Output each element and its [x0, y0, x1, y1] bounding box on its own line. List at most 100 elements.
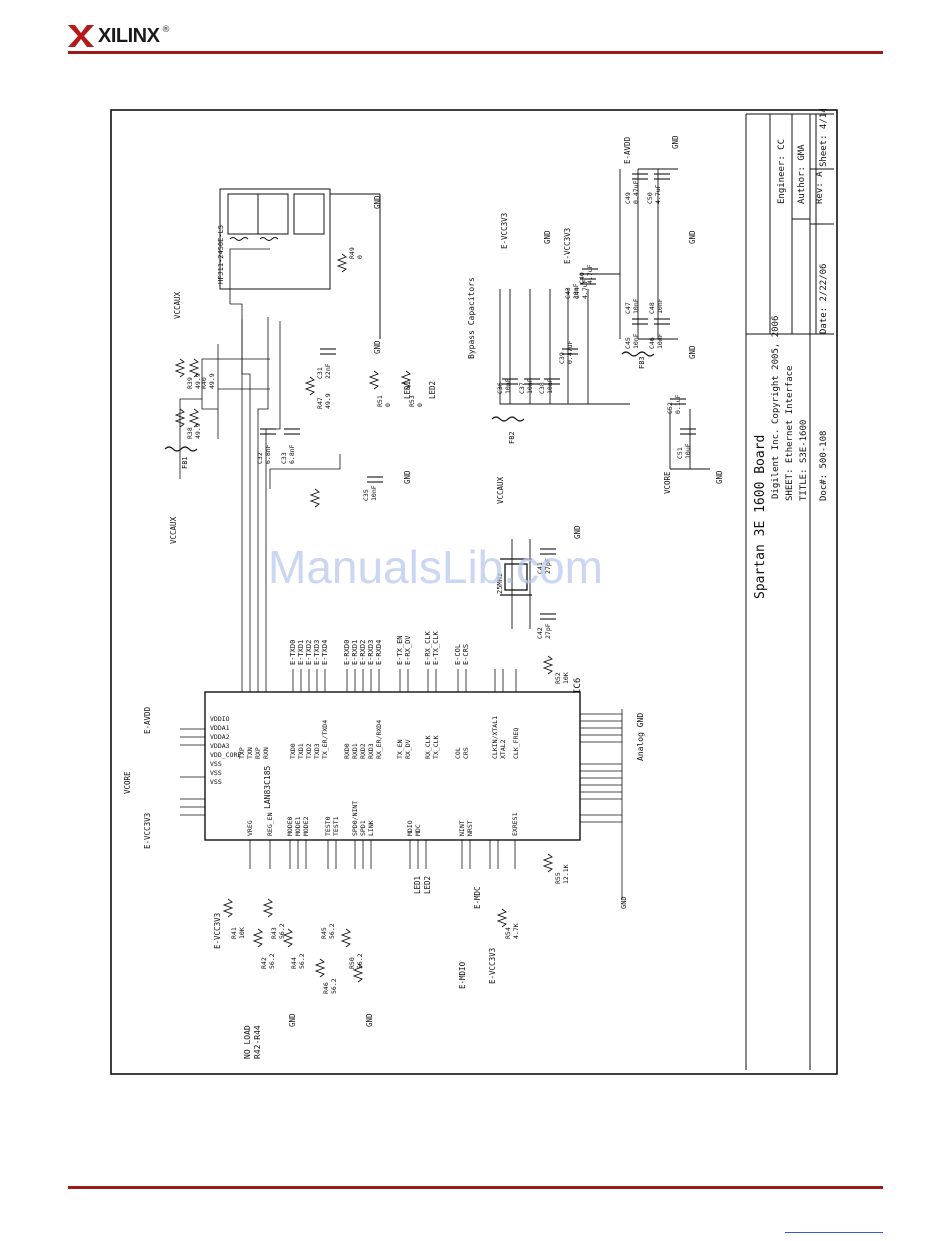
cap-ref-c32: C32 [256, 452, 264, 464]
ic-left-pin-22: EXRES1 [511, 812, 519, 836]
ic-top-pin-2: RXP [254, 747, 262, 759]
ic-top-pin-19: CRS [462, 747, 470, 759]
cap-value-c31: 22nF [324, 363, 332, 379]
header-rule [68, 51, 883, 54]
ctrl-net-5: E-CRS [462, 644, 470, 665]
ic-top-pin-6: TXD2 [305, 743, 313, 759]
cap-value-c41: 27pF [544, 558, 552, 574]
ic-left-pin-3: VDDA3 [210, 742, 230, 750]
cap-value-c48: 10nF [656, 298, 664, 314]
res-ref-r44: R44 [290, 957, 298, 969]
title-sheet-num: Sheet: 4/14 [819, 109, 829, 167]
res-ref-r43: R43 [270, 927, 278, 939]
ic6-name: LAN83C185 [263, 765, 272, 809]
res-ref-r42: R42 [260, 957, 268, 969]
ic-left-pin-8: VREG [246, 820, 254, 836]
ic-top-pin-1: TXN [246, 747, 254, 759]
cap-value-c52: 0.1uF [674, 394, 682, 414]
ic-top-pin-4: TXD0 [289, 743, 297, 759]
watermark: ManualsLib.com [268, 541, 603, 593]
title-board: Spartan 3E 1600 Board [753, 435, 768, 599]
res-value-r45: 56.2 [328, 923, 336, 939]
ic6-ref: IC6 [573, 678, 583, 694]
footer-link-underline[interactable] [785, 1232, 883, 1233]
gnd-label-5: GND [288, 1013, 297, 1027]
sheet-border [110, 109, 838, 1075]
led1-label: LED1 [403, 381, 412, 399]
ic-left-pin-15: SPD0/NINT [351, 801, 359, 836]
cap-ref-c35: C35 [362, 489, 370, 501]
ic-left-pin-17: LINK [367, 820, 375, 836]
cap-value-c33: 6.8nF [288, 444, 296, 464]
ic-top-pin-0: TXP [238, 747, 246, 759]
ic-left-pin-20: NINT [458, 820, 466, 836]
cap-value-c32: 6.8nF [264, 444, 272, 464]
ic-pin-stubs [180, 669, 623, 899]
rx-net-1: E-RXD1 [351, 640, 359, 665]
cap-ref-c33: C33 [280, 452, 288, 464]
res-ref-r45: R45 [320, 927, 328, 939]
ic-left-pin-2: VDDA2 [210, 733, 230, 741]
cap-ref-c41: C41 [536, 562, 544, 574]
ic-left-pin-10: MODE0 [286, 816, 294, 836]
crystal [500, 558, 532, 596]
tx-net-2: E-TXD2 [305, 640, 313, 665]
connector-part: HFJ11-2450E-LS [217, 225, 225, 284]
tx-net-1: E-TXD1 [297, 640, 305, 665]
ctrl-net-3: E-TX_CLK [432, 630, 440, 665]
ic-top-pin-11: RXD2 [359, 743, 367, 759]
cap-ref-c37: C37 [518, 382, 526, 394]
ic-top-pin-9: RXD0 [343, 743, 351, 759]
res-value-r52: 10K [562, 672, 570, 684]
gnd-label-1: GND [373, 195, 382, 209]
res-value-r53: 0 [416, 403, 424, 407]
gnd-label-10: GND [543, 230, 552, 244]
res-ref-r40: R40 [200, 377, 208, 389]
cap-ref-c47: C47 [624, 302, 632, 314]
e-vcc3v3-label-3: E-VCC3V3 [488, 948, 497, 984]
cap-value-c43: 10nF [572, 283, 580, 299]
cap-value-c50: 4.7uF [654, 184, 662, 204]
res-ref-r53: R53 [408, 395, 416, 407]
fb2-label: FB2 [508, 431, 516, 444]
ic-top-pin-18: COL [454, 747, 462, 759]
ic-left-pin-21: NRST [466, 820, 474, 836]
ic-left-pin-9: REG_EN [266, 812, 274, 836]
res-value-r44: 56.2 [298, 953, 306, 969]
bypass-label: Bypass Capacitors [467, 277, 476, 359]
res-ref-r47: R47 [316, 397, 324, 409]
res-ref-r39: R39 [186, 377, 194, 389]
title-engineer: Engineer: CC [777, 139, 787, 204]
res-value-r41: 10K [238, 927, 246, 939]
cap-value-c39: 0.47uF [566, 340, 574, 364]
res-value-r40: 49.9 [208, 373, 216, 389]
res-value-r50: 56.2 [356, 953, 364, 969]
res-value-r43: 56.2 [278, 923, 286, 939]
ic-left-pin-14: TEST1 [332, 816, 340, 836]
res-value-r42: 56.2 [268, 953, 276, 969]
cap-value-c49: 0.47uF [632, 180, 640, 204]
ic-left-pin-18: MDIO [406, 820, 414, 836]
cap-value-c42: 27pF [544, 623, 552, 639]
led2-label: LED2 [428, 381, 437, 399]
cap-value-c38: 10nF [546, 378, 554, 394]
gnd-label-ic: GND [620, 896, 628, 909]
brand-name: XILINX [98, 24, 160, 47]
gnd-label-8: GND [715, 470, 724, 484]
capacitor-symbols [260, 173, 696, 620]
vccaux-label-fb2: VCCAUX [496, 476, 505, 504]
cap-value-c51: 10uF [684, 443, 692, 459]
ic-left-pin-6: VSS [210, 769, 222, 777]
ic-top-pin-5: TXD1 [297, 743, 305, 759]
ic-left-pin-16: SPD1 [359, 820, 367, 836]
schematic-drawing: Spartan 3E 1600 Board Digilent Inc. Copy… [110, 107, 838, 1075]
res-value-r55: 12.1K [562, 864, 570, 884]
ic-top-pin-8: TX_ER/TXD4 [321, 720, 329, 759]
res-value-r39: 49.9 [194, 373, 202, 389]
gnd-label-6: GND [365, 1013, 374, 1027]
vcore-label: VCORE [123, 771, 132, 794]
title-block [745, 113, 834, 1070]
rx-net-0: E-RXD0 [343, 640, 351, 665]
